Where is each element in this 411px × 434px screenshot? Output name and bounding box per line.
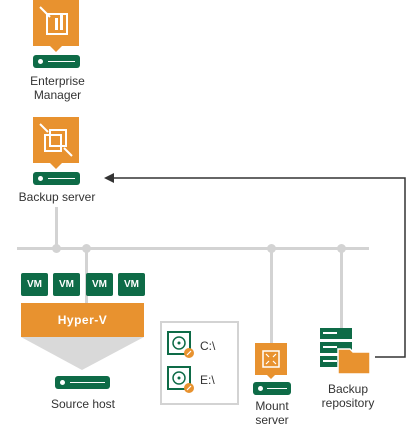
backup-repository-label: Backup repository — [321, 382, 375, 410]
mount-server-uplink — [270, 248, 273, 343]
disk-icon — [167, 366, 194, 393]
enterprise-manager-server — [33, 55, 80, 68]
mount-server-label: Mount server — [255, 399, 289, 427]
mount-server-box — [253, 382, 291, 395]
vm-badge: VM — [21, 273, 48, 296]
backup-repository-icon — [320, 328, 371, 375]
source-host-server — [55, 376, 110, 389]
junction-dot — [82, 244, 91, 253]
vm-badge: VM — [86, 273, 113, 296]
source-host-label: Source host — [50, 397, 116, 411]
vm-badge: VM — [118, 273, 145, 296]
vm-badge: VM — [53, 273, 80, 296]
enterprise-manager-label: Enterprise Manager — [30, 74, 85, 102]
junction-dot — [267, 244, 276, 253]
junction-dot — [337, 244, 346, 253]
hypervisor-bar: Hyper-V — [21, 303, 144, 337]
disk-c-label: C:\ — [200, 339, 216, 353]
junction-dot — [52, 244, 61, 253]
mount-server-icon — [255, 343, 287, 379]
backup-server-uplink — [55, 207, 58, 249]
hypervisor-funnel — [21, 337, 144, 370]
mounted-disks-panel — [160, 321, 239, 405]
enterprise-manager-icon — [33, 0, 79, 52]
backup-server-box — [33, 172, 80, 185]
backup-server-label: Backup server — [18, 190, 96, 204]
backup-server-icon — [33, 117, 79, 169]
disk-e-label: E:\ — [200, 373, 215, 387]
repository-uplink — [340, 248, 343, 328]
network-backbone — [17, 247, 369, 250]
disk-icon — [167, 331, 194, 358]
